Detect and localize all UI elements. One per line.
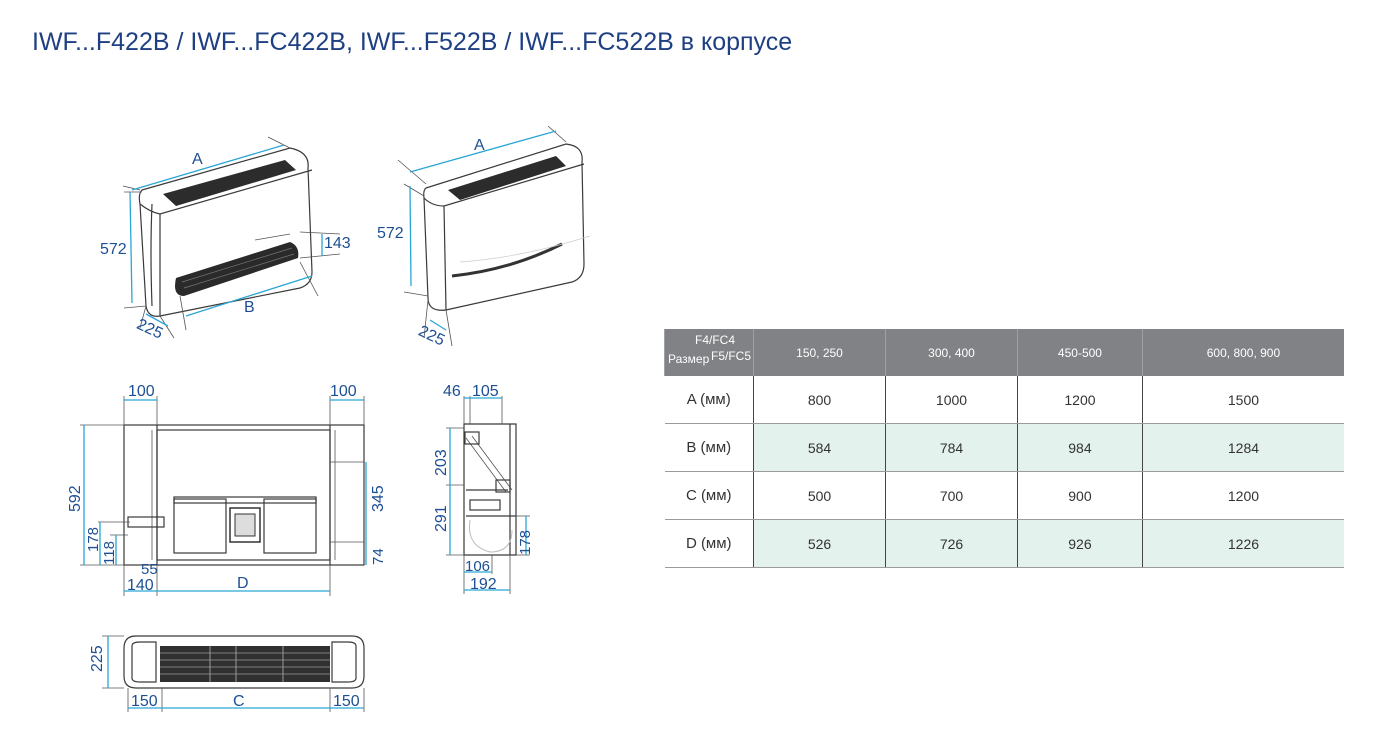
iso-left-grille-label: 143	[324, 235, 351, 252]
corner-left-label: Размер	[668, 352, 710, 366]
table-cell: 526	[753, 519, 886, 568]
table-cell: 700	[885, 471, 1018, 520]
side-203-label: 203	[433, 449, 450, 476]
table-cell: 584	[753, 423, 886, 472]
row-label: D (мм)	[664, 519, 754, 568]
iso-left-depth-label: 225	[134, 316, 165, 343]
table-cell: 900	[1017, 471, 1143, 520]
table-cell: 926	[1017, 519, 1143, 568]
table-row: C (мм) 500 700 900 1200	[664, 471, 1344, 520]
corner-top-label: F4/FC4	[695, 333, 736, 347]
side-46-label: 46	[443, 383, 461, 400]
row-label: C (мм)	[664, 471, 754, 520]
table-header: 150, 250	[753, 329, 886, 376]
table-cell: 984	[1017, 423, 1143, 472]
plan-c-label: C	[233, 693, 245, 710]
table-cell: 1200	[1141, 471, 1344, 520]
front-height-label: 592	[67, 485, 84, 512]
dimensions-table: F4/FC4 Размер F5/FC5 150, 250 300, 400 4…	[664, 329, 1344, 568]
iso-view-left: 143 A 572 B 225	[100, 136, 351, 343]
front-74-label: 74	[370, 548, 387, 565]
table-corner-cell: F4/FC4 Размер F5/FC5	[664, 329, 754, 376]
table-row: A (мм) 800 1000 1200 1500	[664, 376, 1344, 424]
iso-left-b-label: B	[244, 299, 255, 316]
side-view: 46 105 203 291 178 106 192	[433, 383, 534, 594]
iso-left-h-label: 572	[100, 241, 127, 258]
plan-150-right-label: 150	[333, 693, 360, 710]
front-top-left-label: 100	[128, 383, 155, 400]
table-cell: 1200	[1017, 376, 1143, 424]
table-header: 300, 400	[885, 329, 1018, 376]
iso-right-a-label: A	[474, 137, 485, 154]
plan-225-label: 225	[89, 645, 106, 672]
front-345-label: 345	[370, 485, 387, 512]
front-d-label: D	[237, 575, 249, 592]
table-row: B (мм) 584 784 984 1284	[664, 423, 1344, 472]
row-label: B (мм)	[664, 423, 754, 472]
side-291-label: 291	[433, 505, 450, 532]
table-cell: 1000	[885, 376, 1018, 424]
iso-right-h-label: 572	[377, 225, 404, 242]
table-cell: 500	[753, 471, 886, 520]
plan-view: 225 150 C 150	[89, 635, 365, 712]
front-140-label: 140	[127, 577, 154, 594]
plan-150-left-label: 150	[131, 693, 158, 710]
table-header: 450-500	[1017, 329, 1143, 376]
iso-left-a-label: A	[192, 151, 203, 168]
corner-right-label: F5/FC5	[711, 349, 752, 363]
iso-right-depth-label: 225	[416, 323, 447, 350]
side-192-label: 192	[470, 576, 497, 593]
table-header-row: F4/FC4 Размер F5/FC5 150, 250 300, 400 4…	[664, 329, 1344, 376]
front-view: 100 100 592 178 118 345 74 55 140 D	[67, 383, 387, 596]
table-row: D (мм) 526 726 926 1226	[664, 519, 1344, 568]
table-cell: 1284	[1141, 423, 1344, 472]
side-106-label: 106	[465, 558, 490, 575]
front-top-right-label: 100	[330, 383, 357, 400]
page-title: IWF...F422B / IWF...FC422B, IWF...F522B …	[32, 28, 793, 56]
front-178-label: 178	[85, 527, 102, 552]
table-cell: 784	[885, 423, 1018, 472]
table-cell: 1226	[1141, 519, 1344, 568]
table-cell: 1500	[1141, 376, 1344, 424]
side-178-label: 178	[517, 530, 534, 555]
table-cell: 726	[885, 519, 1018, 568]
table-cell: 800	[753, 376, 886, 424]
row-label: A (мм)	[664, 376, 754, 424]
iso-view-right: A 572 225	[377, 125, 591, 350]
front-118-label: 118	[101, 541, 118, 565]
front-55-label: 55	[141, 561, 158, 578]
table-header: 600, 800, 900	[1141, 329, 1344, 376]
side-105-label: 105	[472, 383, 499, 400]
